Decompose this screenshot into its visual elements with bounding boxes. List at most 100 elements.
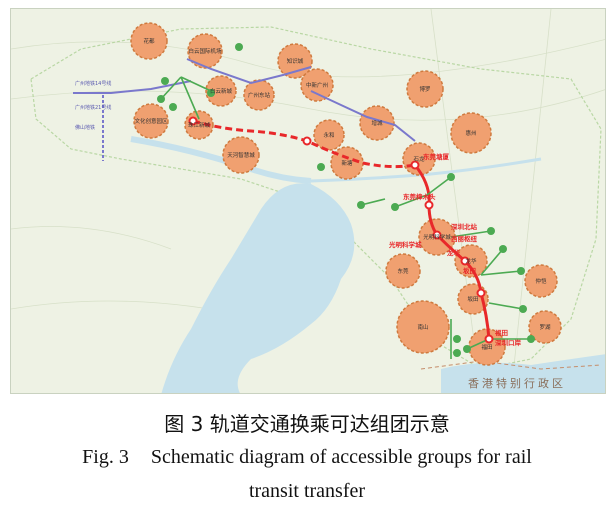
rail-station	[460, 256, 470, 266]
group-label: 中新广州	[306, 81, 328, 89]
map-canvas: 花都 白云国际机场 知识城 白云新城 广州东站 中新广州 文化创意园区 珠江新城…	[11, 9, 605, 393]
red-label: 光明科学城	[388, 240, 422, 249]
red-label: 坂田	[463, 266, 477, 275]
arrow-13	[360, 198, 386, 206]
station-marker	[207, 89, 215, 97]
arrow-4	[394, 194, 428, 208]
background-texture	[11, 9, 605, 393]
group-circle-zengcheng	[359, 105, 395, 141]
hk-boundary	[420, 360, 602, 370]
red-label: 深圳口岸	[495, 338, 522, 347]
group-label: 文化创意园区	[134, 117, 168, 125]
arrow-5	[426, 176, 452, 196]
metro-line-north	[186, 58, 312, 85]
metro-line-east	[310, 90, 416, 142]
group-circle-huizhou	[450, 112, 492, 154]
rail-station	[432, 230, 442, 240]
group-circle-longhua	[454, 244, 488, 278]
group-label: 南山	[417, 323, 428, 331]
station-marker	[453, 335, 461, 343]
station-marker	[157, 95, 165, 103]
group-circle-luohu	[528, 310, 562, 344]
line-labels: 广州地铁14号线 广州地铁21号线 佛山地铁	[75, 80, 111, 131]
group-label: 坂田	[467, 295, 478, 303]
arrow-2	[180, 76, 212, 92]
group-label: 罗湖	[539, 323, 551, 331]
river-channel-2	[310, 157, 542, 183]
group-circle-baiyun-airport	[187, 33, 223, 69]
station-marker	[499, 245, 507, 253]
red-label: 深圳北站	[451, 222, 478, 231]
group-label: 博罗	[419, 85, 430, 93]
group-label: 天河智慧城	[227, 151, 255, 159]
group-label: 新塘	[341, 159, 353, 167]
group-label: 永和	[323, 131, 334, 139]
group-label: 福田	[481, 343, 492, 351]
caption-english-line2: transit transfer	[248, 480, 366, 502]
rail-station	[424, 200, 434, 210]
rail-station	[410, 160, 420, 170]
city-boundary	[30, 26, 602, 370]
red-labels: 东莞塘厦 东莞樟木头 光明科学城 龙华 坂田 西丽枢纽 福田 深圳口岸 深圳北站	[388, 152, 522, 347]
caption-chinese: 图 3 轨道交通换乘可达组团示意	[164, 412, 450, 436]
line-label: 广州地铁14号线	[75, 80, 111, 87]
group-circle-nanshan	[396, 300, 450, 354]
red-label: 西丽枢纽	[451, 234, 478, 243]
group-label: 惠州	[465, 129, 476, 137]
arrow-6	[450, 230, 492, 238]
group-circle-pingshan	[524, 264, 558, 298]
station-markers	[157, 43, 535, 357]
station-marker	[169, 103, 177, 111]
station-marker	[519, 305, 527, 313]
group-label: 东莞	[397, 267, 409, 275]
group-label: 珠江新城	[188, 121, 211, 129]
group-label: 增城	[371, 119, 383, 127]
red-label: 龙华	[446, 248, 461, 257]
transfer-arrows	[160, 76, 531, 359]
station-marker	[447, 173, 455, 181]
station-marker	[235, 43, 243, 51]
arrow-7	[480, 270, 522, 276]
station-marker	[487, 227, 495, 235]
group-label: 花都	[143, 37, 155, 45]
group-label: 龙华	[465, 257, 477, 265]
line-label: 佛山地铁	[75, 124, 95, 131]
rail-station	[302, 136, 312, 146]
arrow-9	[488, 302, 524, 310]
group-circle-dongguan	[385, 253, 421, 289]
group-circle-huadu	[130, 22, 168, 60]
group-label: 知识城	[287, 57, 304, 65]
station-marker	[161, 77, 169, 85]
group-circle-panyu	[222, 136, 260, 174]
rail-station	[484, 334, 494, 344]
arrow-1	[160, 76, 182, 100]
rail-station	[188, 116, 198, 126]
metro-line-west	[73, 80, 192, 94]
pearl-river-estuary	[161, 183, 355, 393]
station-marker	[517, 267, 525, 275]
station-marker	[357, 201, 365, 209]
group-label: 广州东站	[248, 91, 271, 99]
group-label: 白云新城	[210, 87, 233, 95]
hk-region-label: 香港特别行政区	[468, 376, 566, 390]
figure-number: Fig. 3	[82, 446, 129, 468]
group-label: 石龙	[413, 155, 425, 163]
station-marker	[317, 163, 325, 171]
rail-stations	[188, 116, 494, 344]
group-circle-baiyun-newtown	[205, 75, 237, 107]
red-label: 福田	[494, 328, 509, 337]
red-label: 东莞塘厦	[423, 152, 450, 161]
group-label: 白云国际机场	[188, 47, 222, 55]
station-marker	[453, 349, 461, 357]
group-circle-zhongxin	[300, 68, 334, 102]
red-label: 东莞樟木头	[403, 192, 436, 201]
group-labels: 花都 白云国际机场 知识城 白云新城 广州东站 中新广州 文化创意园区 珠江新城…	[134, 37, 551, 351]
line-label: 广州地铁21号线	[75, 104, 111, 111]
group-circle-yonghe	[313, 119, 345, 151]
arrow-3	[180, 76, 200, 120]
group-circle-culture-park	[133, 103, 169, 139]
metro-lines	[73, 58, 416, 161]
station-marker	[391, 203, 399, 211]
map-panel: 花都 白云国际机场 知识城 白云新城 广州东站 中新广州 文化创意园区 珠江新城…	[10, 8, 606, 394]
